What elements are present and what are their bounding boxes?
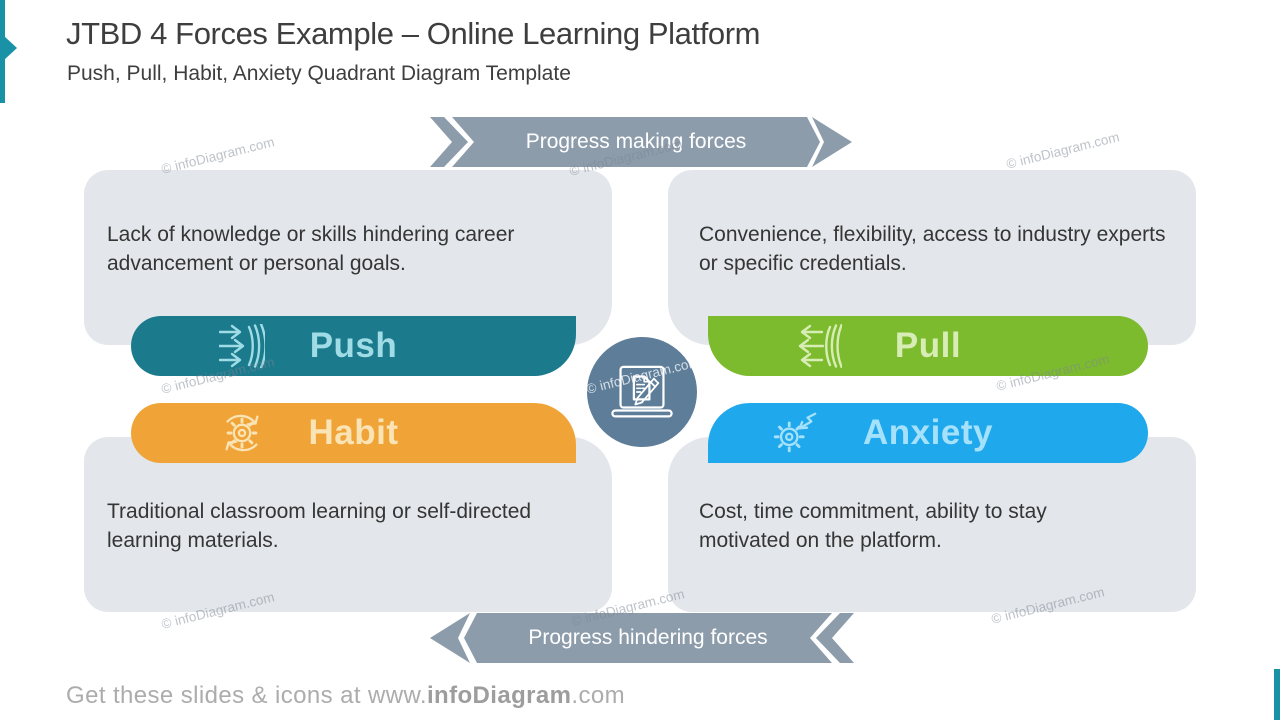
quadrant-panel-habit: Traditional classroom learning or self-d… bbox=[84, 437, 612, 612]
top-left-accent-bar bbox=[0, 0, 5, 103]
watermark: © infoDiagram.com bbox=[1004, 129, 1121, 172]
center-circle bbox=[587, 337, 697, 447]
push-force-bar: Push bbox=[131, 316, 576, 376]
anxiety-gear-lightning-icon bbox=[770, 408, 820, 458]
footer-credit: Get these slides & icons at www.infoDiag… bbox=[66, 682, 625, 710]
quadrant-panel-push: Lack of knowledge or skills hindering ca… bbox=[84, 170, 612, 345]
habit-cycle-gear-icon bbox=[217, 408, 267, 458]
habit-force-bar: Habit bbox=[131, 403, 576, 463]
bottom-right-accent-bar bbox=[1274, 669, 1280, 720]
top-left-accent-chevron-icon bbox=[4, 36, 17, 60]
page-subtitle: Push, Pull, Habit, Anxiety Quadrant Diag… bbox=[67, 62, 571, 85]
push-label: Push bbox=[309, 326, 398, 365]
footer-suffix: .com bbox=[571, 682, 625, 709]
pull-force-bar: Pull bbox=[708, 316, 1148, 376]
pull-arrows-icon bbox=[796, 324, 842, 368]
quadrant-panel-pull: Convenience, flexibility, access to indu… bbox=[668, 170, 1196, 345]
bottom-banner-label: Progress hindering forces bbox=[528, 626, 768, 649]
anxiety-label: Anxiety bbox=[863, 413, 993, 452]
page-title: JTBD 4 Forces Example – Online Learning … bbox=[66, 16, 761, 51]
quadrant-panel-anxiety: Cost, time commitment, ability to stay m… bbox=[668, 437, 1196, 612]
laptop-document-pencil-icon bbox=[605, 362, 679, 422]
top-banner-ribbon bbox=[452, 117, 820, 167]
pull-description: Convenience, flexibility, access to indu… bbox=[699, 223, 1166, 275]
anxiety-description: Cost, time commitment, ability to stay m… bbox=[699, 500, 1047, 552]
footer-brand: infoDiagram bbox=[426, 682, 572, 709]
habit-label: Habit bbox=[308, 413, 399, 452]
push-arrows-icon bbox=[219, 324, 265, 368]
anxiety-force-bar: Anxiety bbox=[708, 403, 1148, 463]
push-description: Lack of knowledge or skills hindering ca… bbox=[107, 223, 515, 275]
footer-prefix: Get these slides & icons at www. bbox=[66, 682, 427, 709]
bottom-banner-ribbon bbox=[464, 613, 832, 663]
pull-label: Pull bbox=[894, 326, 962, 365]
habit-description: Traditional classroom learning or self-d… bbox=[107, 500, 532, 552]
top-banner-label: Progress making forces bbox=[525, 130, 747, 153]
